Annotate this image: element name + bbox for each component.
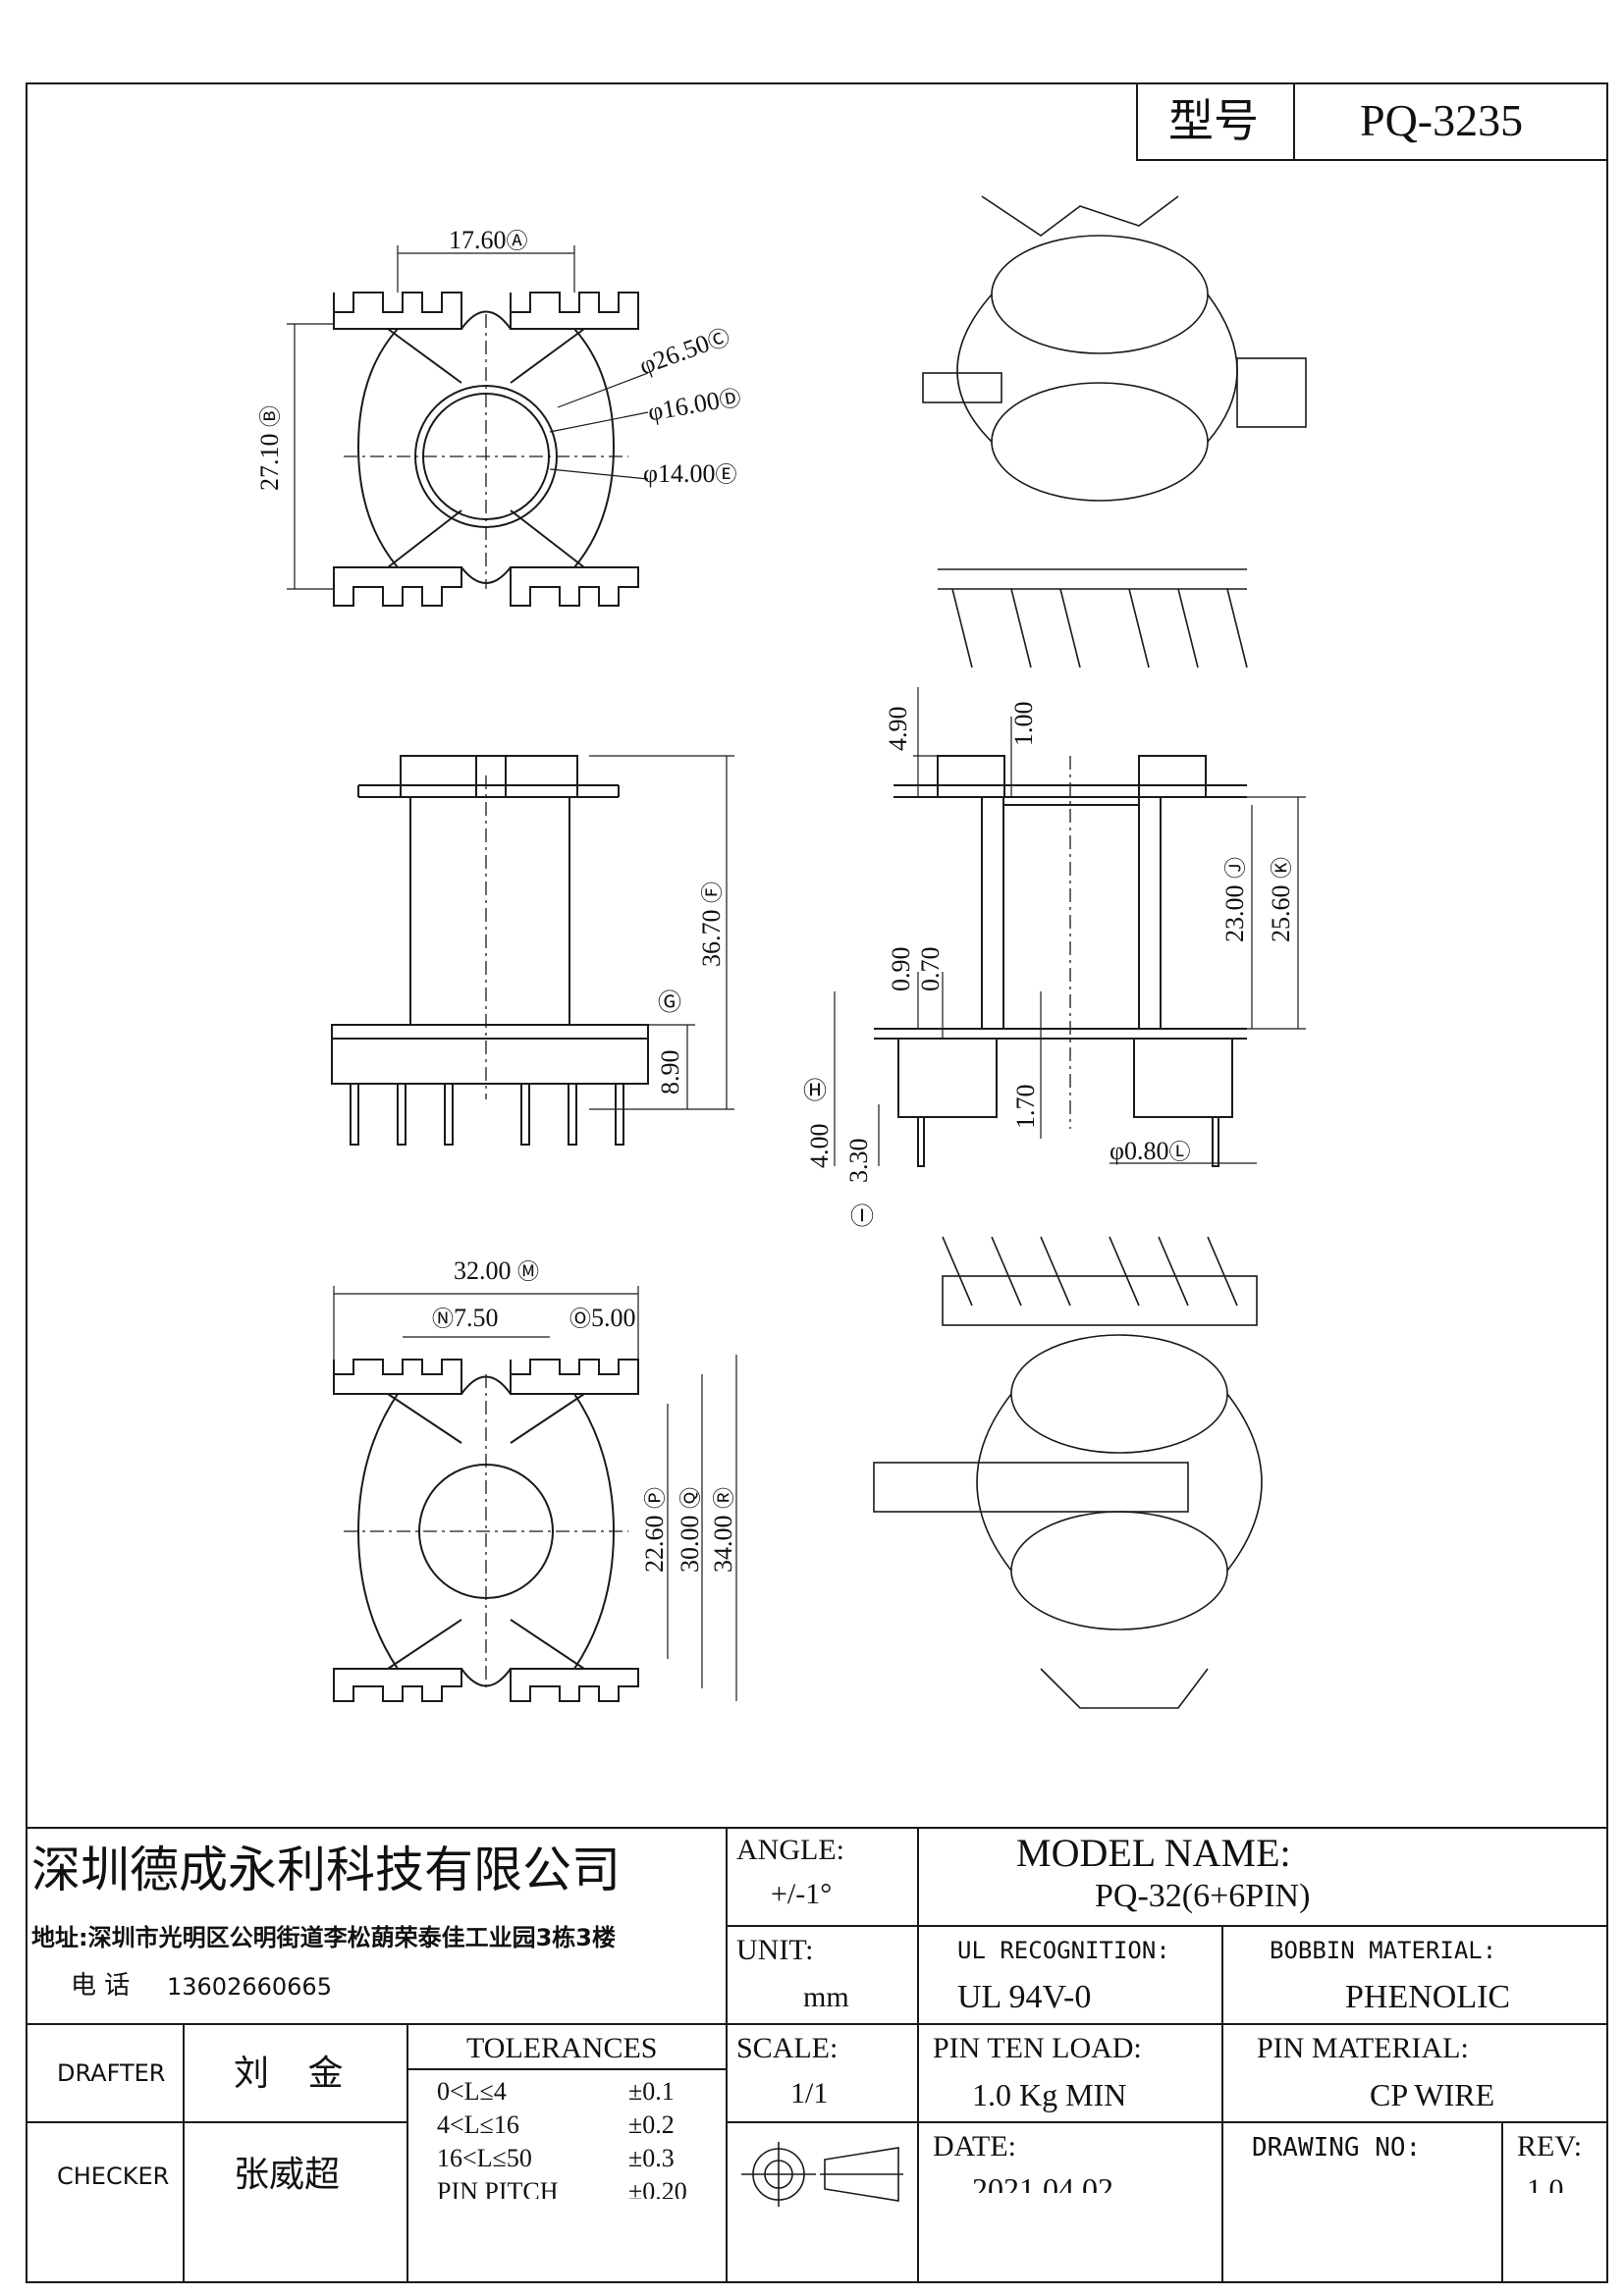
dim-g-label: 8.90 xyxy=(656,1049,684,1095)
date-label: DATE: xyxy=(933,2130,1016,2163)
rev-value-clip: 1.0 xyxy=(1527,2173,1586,2194)
top-view-centerlines xyxy=(344,314,628,589)
bobbin-material-value: PHENOLIC xyxy=(1345,1979,1511,2015)
checker-label: CHECKER xyxy=(57,2163,170,2190)
type-value: PQ-3235 xyxy=(1360,95,1524,145)
rev-value: 1.0 xyxy=(1527,2173,1564,2194)
iso-view-top xyxy=(922,195,1307,668)
dim-q-label: 30.00 Ⓠ xyxy=(676,1486,704,1573)
dim-070-label: 0.70 xyxy=(916,946,945,992)
dim-n-label: Ⓝ7.50 xyxy=(432,1304,499,1332)
front-tube xyxy=(409,796,570,1026)
date-value-clip: 2021.04.02 xyxy=(962,2171,1218,2193)
company-name: 深圳德成永利科技有限公司 xyxy=(31,1842,621,1898)
dim-h-tag: Ⓗ xyxy=(803,1079,827,1104)
projection-symbol xyxy=(741,2142,903,2207)
rev-label: REV: xyxy=(1517,2130,1583,2163)
side-dims xyxy=(834,687,1306,1166)
tolerance-row-4: PIN PITCH ±0.20 xyxy=(437,2179,687,2199)
dim-490-label: 4.90 xyxy=(884,706,912,752)
dim-m-label: 32.00 Ⓜ xyxy=(454,1256,540,1285)
dim-f-label: 36.70 Ⓕ xyxy=(697,881,726,967)
dim-170-label: 1.70 xyxy=(1011,1084,1040,1130)
checker-value: 张威超 xyxy=(234,2155,341,2195)
dim-330-label: 3.30 xyxy=(844,1138,873,1184)
title-block-lines xyxy=(27,1827,1607,2282)
top-view-flange-top xyxy=(333,292,639,330)
dim-e-label: φ14.00Ⓔ xyxy=(643,459,737,488)
dim-g-tag: Ⓖ xyxy=(658,990,681,1016)
drafter-label: DRAFTER xyxy=(57,2059,166,2087)
model-value: PQ-32(6+6PIN) xyxy=(1095,1878,1311,1914)
drawing-border xyxy=(26,82,1608,2283)
dim-p-label: 22.60 Ⓟ xyxy=(640,1486,669,1573)
scale-label: SCALE: xyxy=(736,2032,839,2064)
front-dims xyxy=(589,755,734,1110)
unit-label: UNIT: xyxy=(736,1934,814,1966)
company-address: 地址:深圳市光明区公明街道李松蓢荣泰佳工业园3栋3楼 xyxy=(31,1924,616,1951)
side-view xyxy=(834,687,1306,1167)
dim-i-tag: Ⓘ xyxy=(850,1204,874,1230)
type-label: 型号 xyxy=(1168,94,1259,147)
top-view-flange-bottom xyxy=(333,566,639,607)
dim-o-label: Ⓞ5.00 xyxy=(569,1304,636,1332)
dim-400-label: 4.00 xyxy=(805,1123,834,1169)
front-top-flange xyxy=(400,755,578,798)
dim-a-label: 17.60Ⓐ xyxy=(449,226,528,254)
phone-label: 电 话 xyxy=(71,1971,131,2001)
dim-k-label: 25.60 Ⓚ xyxy=(1267,856,1295,942)
dim-090-label: 0.90 xyxy=(887,946,915,992)
date-value: 2021.04.02 xyxy=(972,2171,1113,2193)
top-view-body xyxy=(356,310,616,584)
unit-value: mm xyxy=(803,1981,849,2013)
scale-value: 1/1 xyxy=(790,2077,829,2109)
ul-label: UL RECOGNITION: xyxy=(957,1937,1170,1964)
tolerances-title: TOLERANCES xyxy=(466,2032,658,2064)
pin-material-value: CP WIRE xyxy=(1370,2077,1495,2112)
pin-load-label: PIN TEN LOAD: xyxy=(933,2032,1142,2064)
angle-label: ANGLE: xyxy=(736,1834,844,1866)
pin-load-value: 1.0 Kg MIN xyxy=(972,2077,1127,2112)
pin-material-label: PIN MATERIAL: xyxy=(1257,2032,1469,2064)
bottom-view xyxy=(333,1286,737,1702)
drawing-no-label: DRAWING NO: xyxy=(1252,2133,1422,2163)
top-view xyxy=(287,245,649,607)
front-base xyxy=(331,1024,649,1085)
dim-j-label: 23.00 Ⓙ xyxy=(1220,856,1249,942)
front-view xyxy=(331,755,734,1146)
dim-b-label: 27.10 Ⓑ xyxy=(255,404,284,491)
dim-r-label: 34.00 Ⓡ xyxy=(709,1486,737,1573)
ul-value: UL 94V-0 xyxy=(957,1979,1092,2015)
type-box xyxy=(1136,82,1608,161)
front-pins xyxy=(350,1083,624,1146)
top-view-dims xyxy=(287,245,649,590)
dim-100-label: 1.00 xyxy=(1009,701,1038,747)
bobbin-material-label: BOBBIN MATERIAL: xyxy=(1270,1937,1497,1964)
model-label: MODEL NAME: xyxy=(1016,1831,1291,1875)
phone-number: 13602660665 xyxy=(167,1973,332,2001)
angle-value: +/-1° xyxy=(771,1878,833,1910)
dim-l-label: φ0.80Ⓛ xyxy=(1110,1137,1191,1165)
iso-view-bottom xyxy=(873,1236,1263,1709)
drafter-value: 刘 金 xyxy=(234,2054,357,2094)
